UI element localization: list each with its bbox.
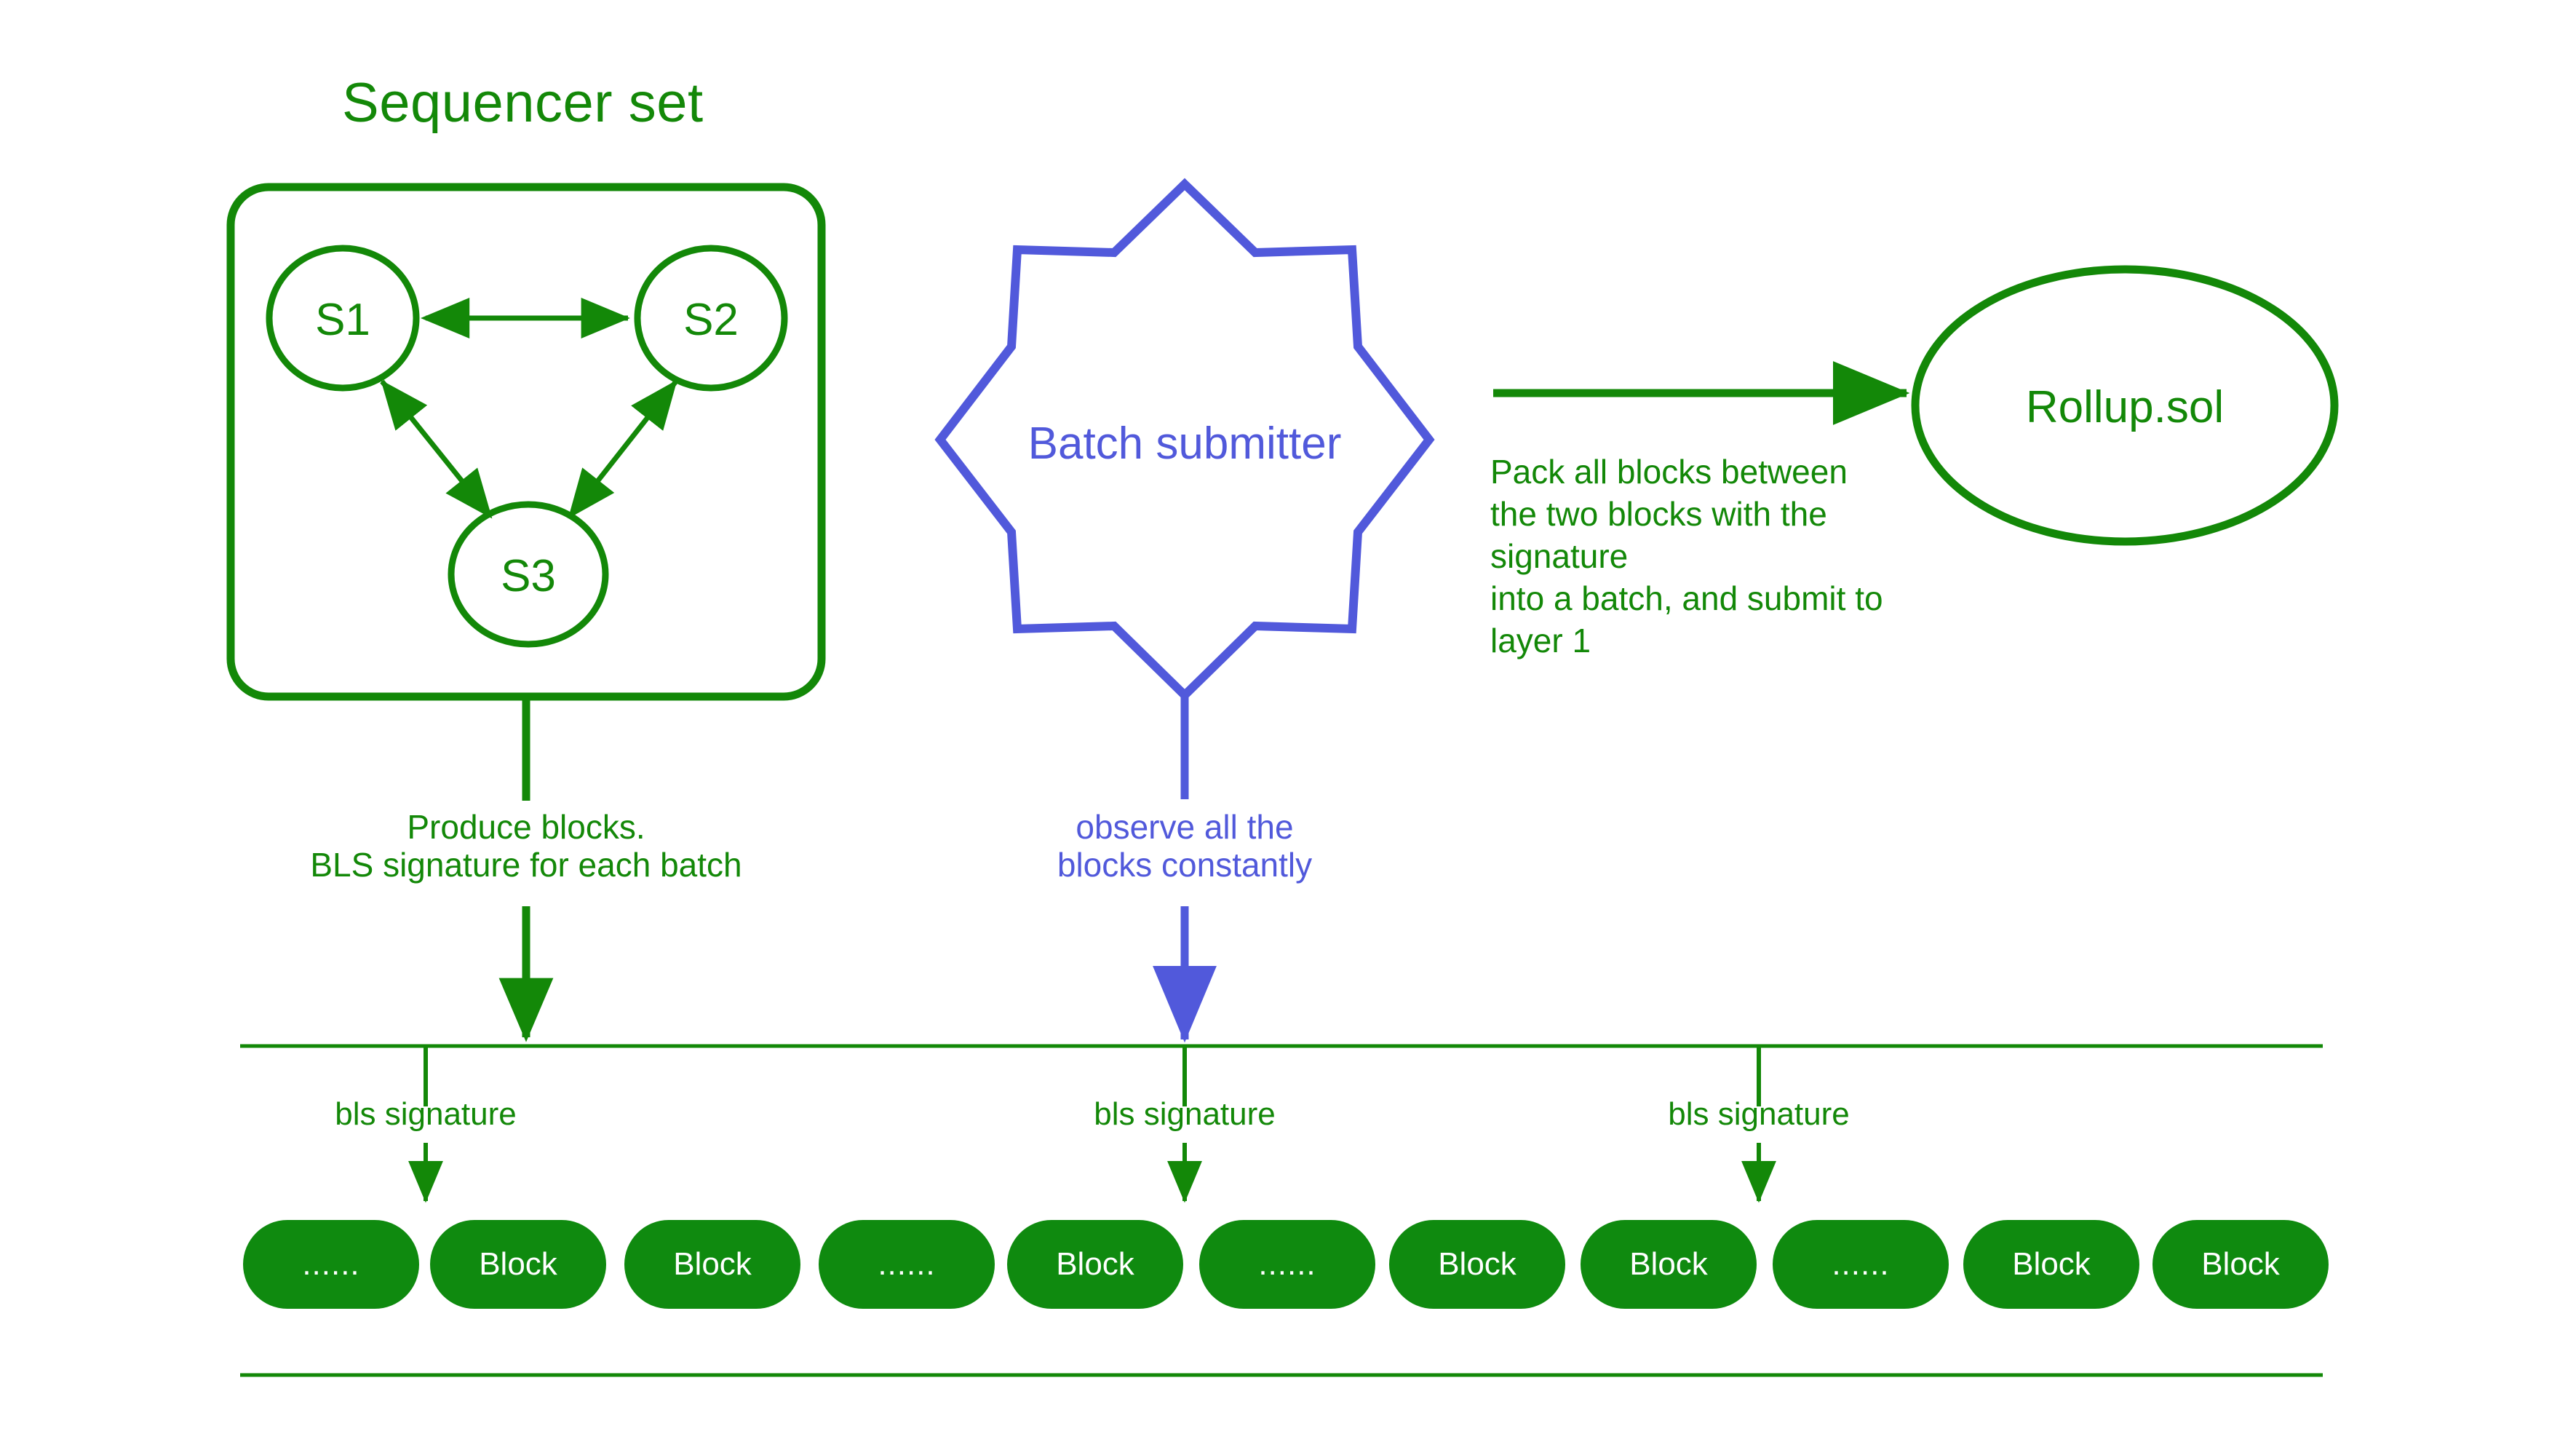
submit-note-line-2: the two blocks with the <box>1490 495 1827 533</box>
chain-block-11[interactable]: Block <box>2152 1220 2329 1309</box>
chain-block-3[interactable]: Block <box>624 1220 800 1309</box>
sequencer-node-s2-circle[interactable] <box>634 245 788 392</box>
sequencer-node-s3-label: S3 <box>501 551 556 601</box>
submit-note-line-4: into a batch, and submit to <box>1490 579 1883 617</box>
sequencer-set-box <box>226 183 826 701</box>
batch-submitter-caption-line-1: observe all the <box>1076 808 1294 846</box>
sequencer-node-s3-circle[interactable] <box>448 501 609 648</box>
chain-block-2[interactable]: Block <box>430 1220 606 1309</box>
submit-note-line-5: layer 1 <box>1490 622 1591 659</box>
batch-submitter-label: Batch submitter <box>1027 419 1342 469</box>
sequencer-node-s2-label: S2 <box>683 295 739 345</box>
sequencer-caption-line-2: BLS signature for each batch <box>310 846 742 884</box>
sequencer-node-s1-circle[interactable] <box>266 245 420 392</box>
sequencer-caption-line-1: Produce blocks. <box>407 808 645 846</box>
edge-s3-s1 <box>380 379 493 519</box>
bls-signature-label-2: bls signature <box>1094 1096 1276 1132</box>
submit-note-line-1: Pack all blocks between <box>1490 453 1848 491</box>
rollup-sol-ellipse[interactable] <box>1911 265 2339 546</box>
chain-block-10[interactable]: Block <box>1963 1220 2139 1309</box>
edge-s3-s2 <box>568 379 678 519</box>
page-title: Sequencer set <box>342 72 704 134</box>
chain-block-5[interactable]: Block <box>1007 1220 1183 1309</box>
bls-signature-label-1: bls signature <box>335 1096 517 1132</box>
sequencer-node-s1-label: S1 <box>315 295 370 345</box>
chain-block-7[interactable]: Block <box>1389 1220 1565 1309</box>
chain-block-6[interactable]: ...... <box>1199 1220 1375 1309</box>
batch-submitter-caption-line-2: blocks constantly <box>1057 846 1313 884</box>
chain-block-8[interactable]: Block <box>1581 1220 1757 1309</box>
chain-block-9[interactable]: ...... <box>1773 1220 1949 1309</box>
chain-block-4[interactable]: ...... <box>819 1220 995 1309</box>
bls-signature-label-3: bls signature <box>1668 1096 1850 1132</box>
rollup-sol-label: Rollup.sol <box>2025 382 2225 432</box>
chain-block-1[interactable]: ...... <box>243 1220 419 1309</box>
submit-note-line-3: signature <box>1490 537 1629 575</box>
